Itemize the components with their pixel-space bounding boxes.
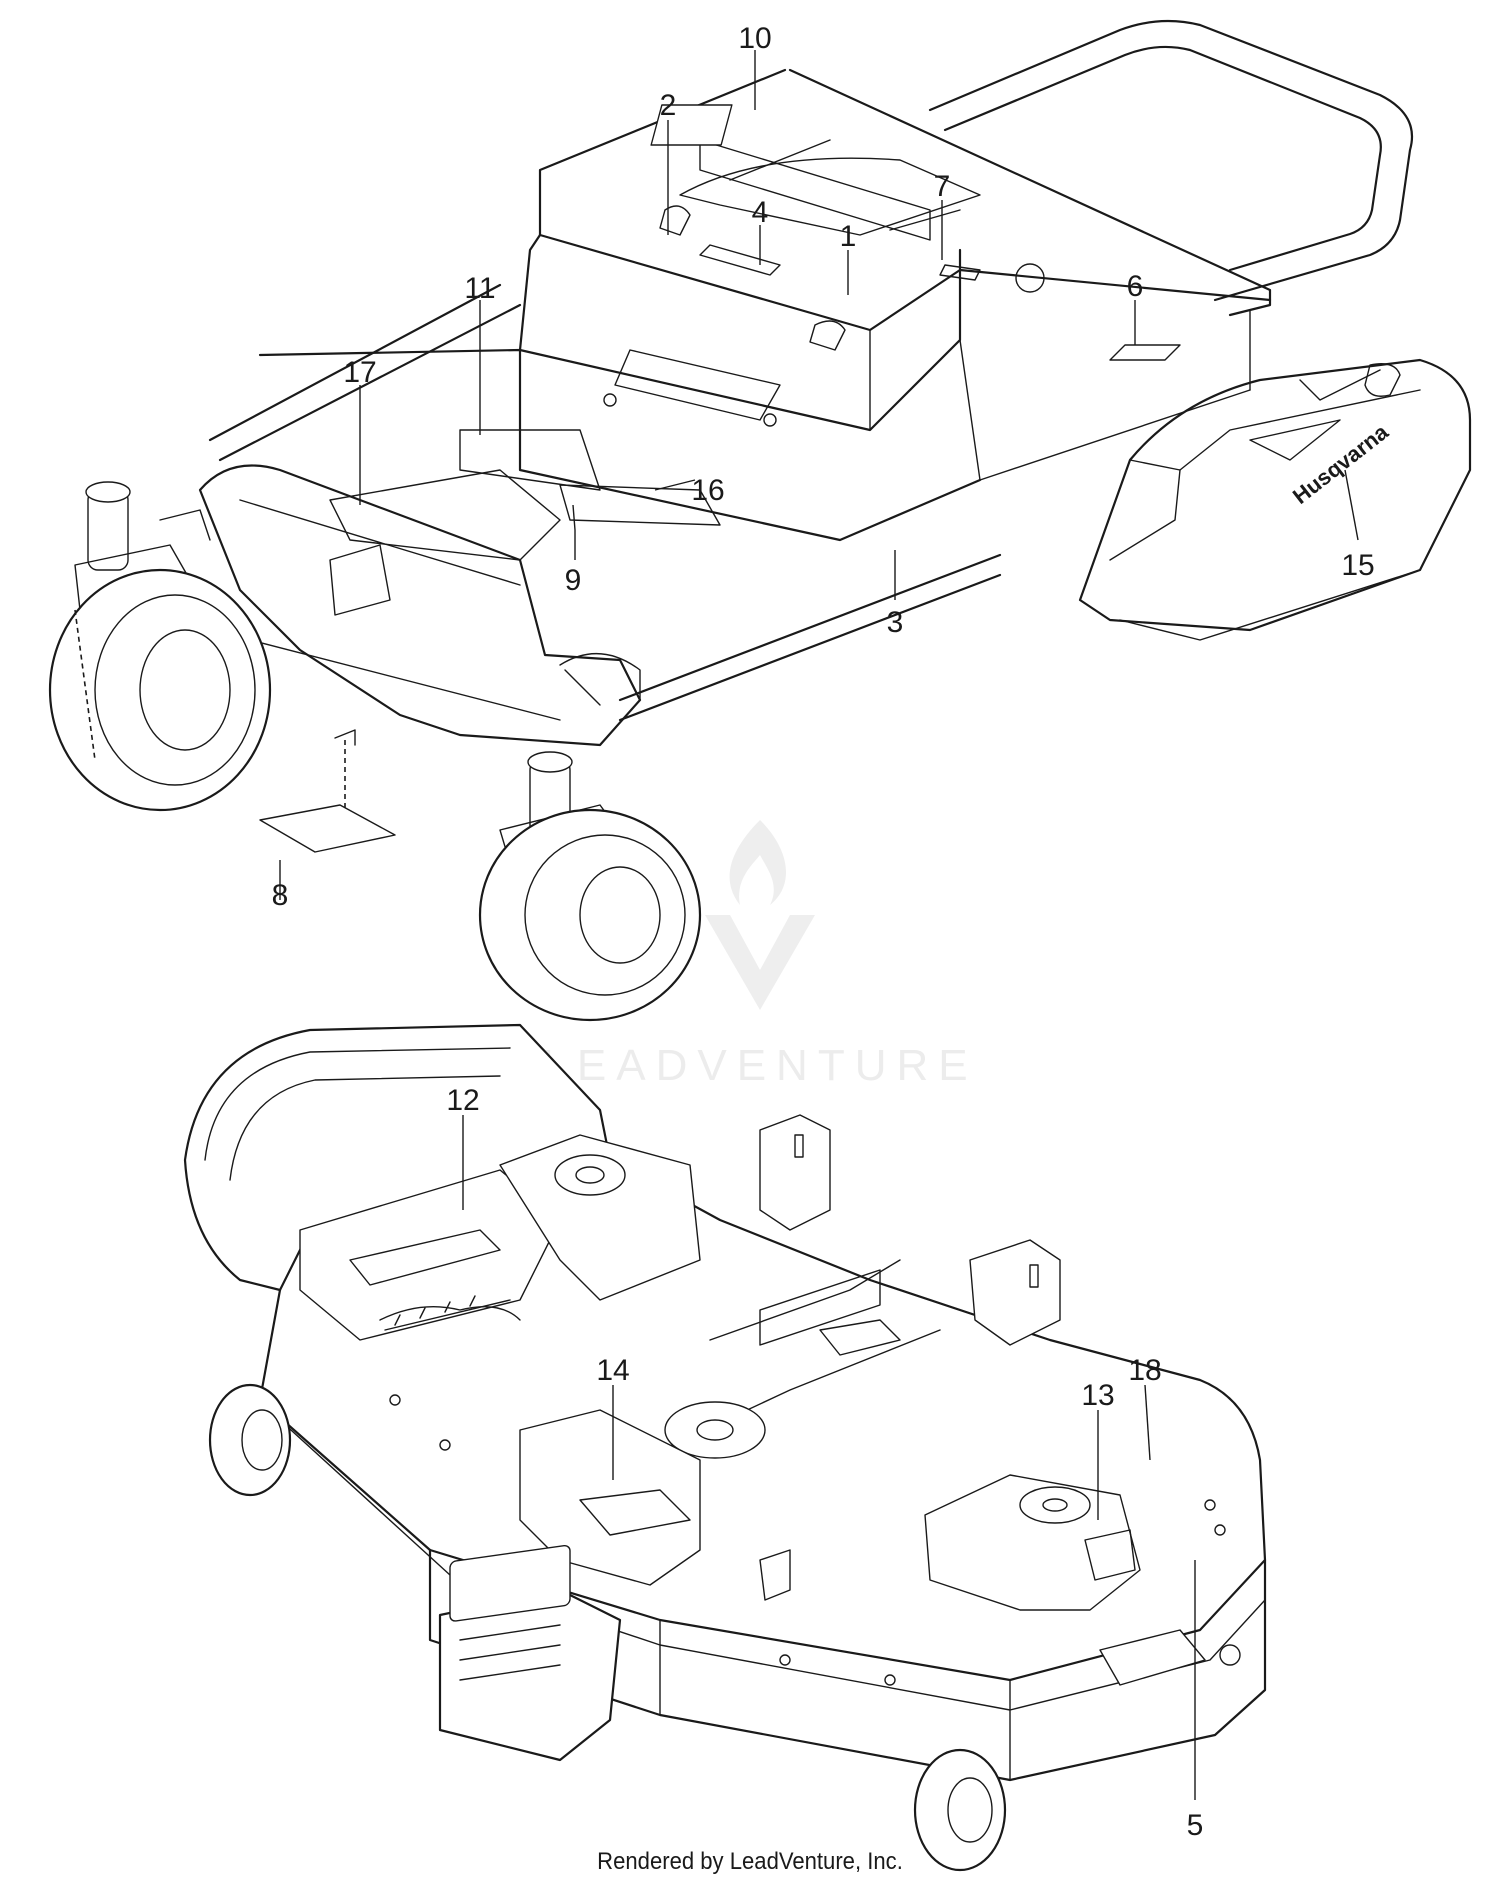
callout-11: 11 bbox=[464, 272, 495, 305]
callout-15: 15 bbox=[1341, 549, 1374, 582]
callout-9: 9 bbox=[565, 564, 582, 597]
callout-13: 13 bbox=[1081, 1379, 1114, 1412]
tractor-chassis-drawing: Husqvarna bbox=[48, 19, 1472, 1022]
watermark-text: LEADVENTURE bbox=[542, 1041, 977, 1090]
mower-deck-drawing bbox=[183, 1023, 1267, 1872]
callout-7: 7 bbox=[934, 170, 951, 203]
callout-6: 6 bbox=[1127, 270, 1144, 303]
callout-5: 5 bbox=[1187, 1809, 1204, 1842]
callout-16: 16 bbox=[691, 474, 724, 507]
callout-18: 18 bbox=[1128, 1354, 1161, 1387]
callout-10: 10 bbox=[738, 22, 771, 55]
callout-17: 17 bbox=[343, 356, 376, 389]
leader-lines bbox=[279, 50, 1359, 1800]
fender-brand-logo: Husqvarna bbox=[1288, 419, 1394, 509]
callout-1: 1 bbox=[840, 220, 857, 253]
callout-14: 14 bbox=[596, 1354, 629, 1387]
callout-labels: 10 2 4 1 7 6 11 17 16 9 3 15 8 12 14 13 … bbox=[272, 22, 1375, 1842]
callout-2: 2 bbox=[660, 89, 677, 122]
callout-12: 12 bbox=[446, 1084, 479, 1117]
render-credit-footer: Rendered by LeadVenture, Inc. bbox=[597, 1848, 903, 1875]
callout-4: 4 bbox=[752, 196, 769, 229]
watermark-logo: LEADVENTURE bbox=[542, 820, 977, 1090]
callout-8: 8 bbox=[272, 879, 289, 912]
callout-3: 3 bbox=[887, 606, 904, 639]
